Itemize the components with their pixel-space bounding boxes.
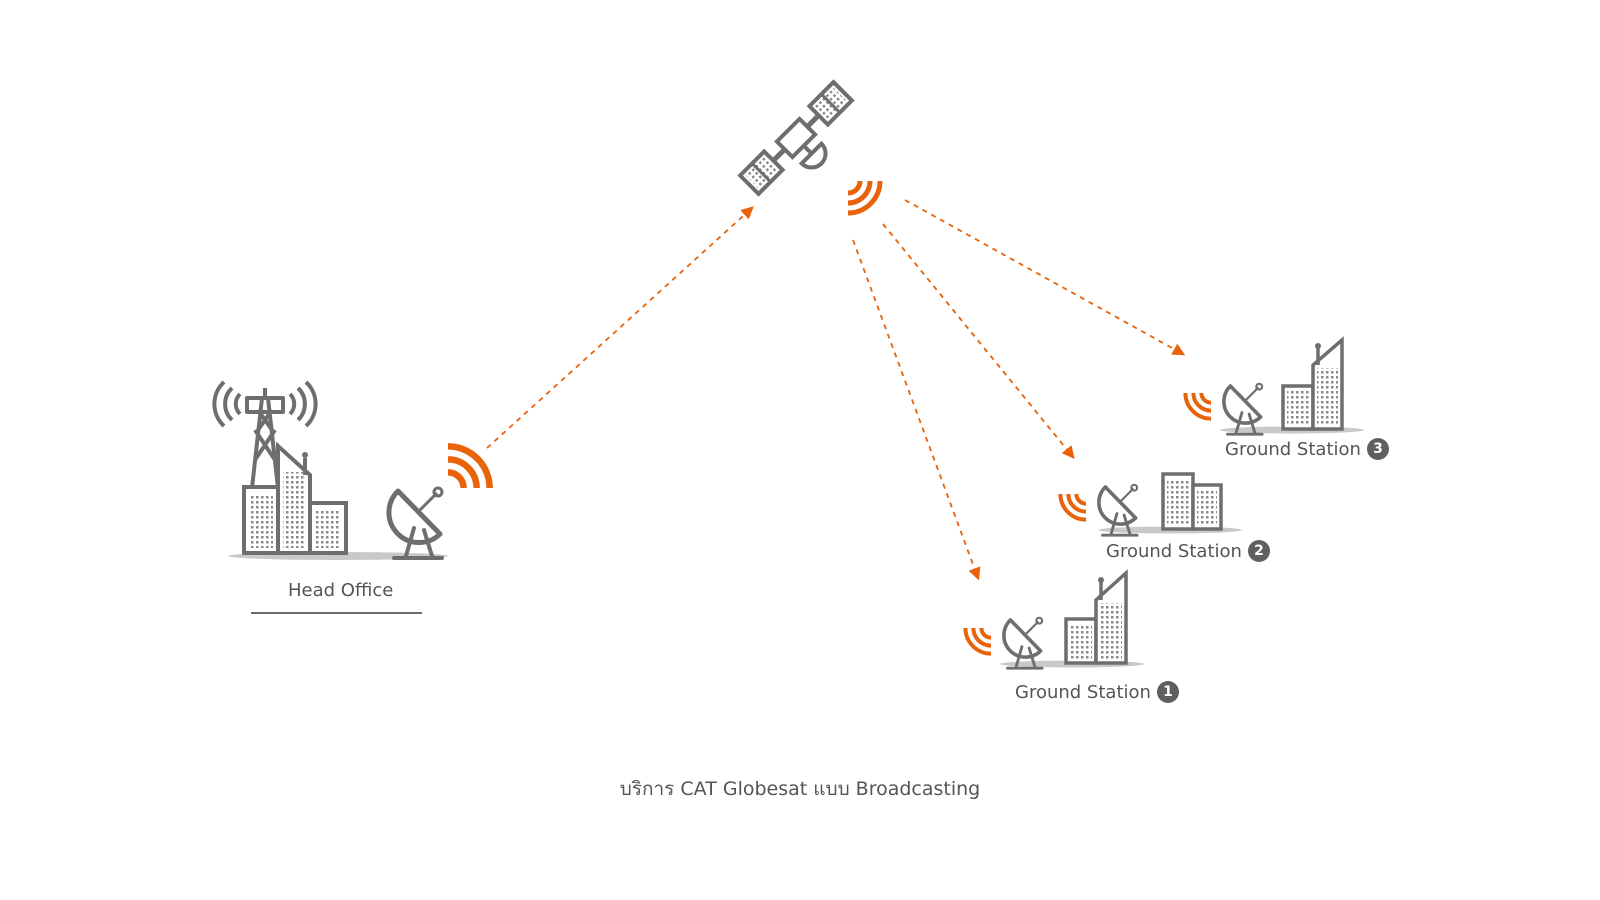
downlink-arrow-station-2 [882, 223, 1075, 459]
downlink-arrow-station-1 [852, 239, 981, 581]
ground-station-2-badge: 2 [1247, 540, 1270, 562]
radio-tower-icon [212, 380, 318, 490]
ground-station-1-text: Ground Station [1015, 681, 1151, 703]
satellite-dish-icon [389, 488, 442, 558]
satellite-dish-icon [1002, 616, 1044, 671]
signal-waves-icon [448, 446, 490, 488]
ground-station-3-text: Ground Station [1225, 438, 1361, 460]
ground-station-3-label: Ground Station 3 [1225, 438, 1389, 460]
signal-waves-icon [1185, 393, 1211, 419]
signal-waves-icon [1060, 494, 1086, 520]
ground-station-2-label: Ground Station 2 [1106, 540, 1270, 562]
satellite-signal-icon [848, 181, 880, 213]
ground-station-3-badge: 3 [1366, 438, 1389, 460]
downlink-arrow-station-3 [904, 199, 1186, 356]
diagram-caption: บริการ CAT Globesat แบบ Broadcasting [619, 778, 981, 800]
ground-station-2-icon [1060, 472, 1242, 538]
ground-station-1-icon [965, 569, 1144, 671]
ground-station-3-icon [1185, 336, 1364, 437]
signal-waves-icon [965, 628, 991, 654]
ground-station-2-text: Ground Station [1106, 540, 1242, 562]
head-office-underline [251, 612, 422, 614]
head-office-icon [212, 380, 490, 560]
head-office-label: Head Office [288, 580, 393, 601]
ground-station-1-badge: 1 [1156, 681, 1179, 703]
satellite-dish-icon [1222, 382, 1264, 437]
ground-station-1-label: Ground Station 1 [1015, 681, 1179, 703]
uplink-arrow [486, 206, 754, 449]
head-office-text: Head Office [288, 580, 394, 601]
satellite-icon [737, 79, 855, 197]
